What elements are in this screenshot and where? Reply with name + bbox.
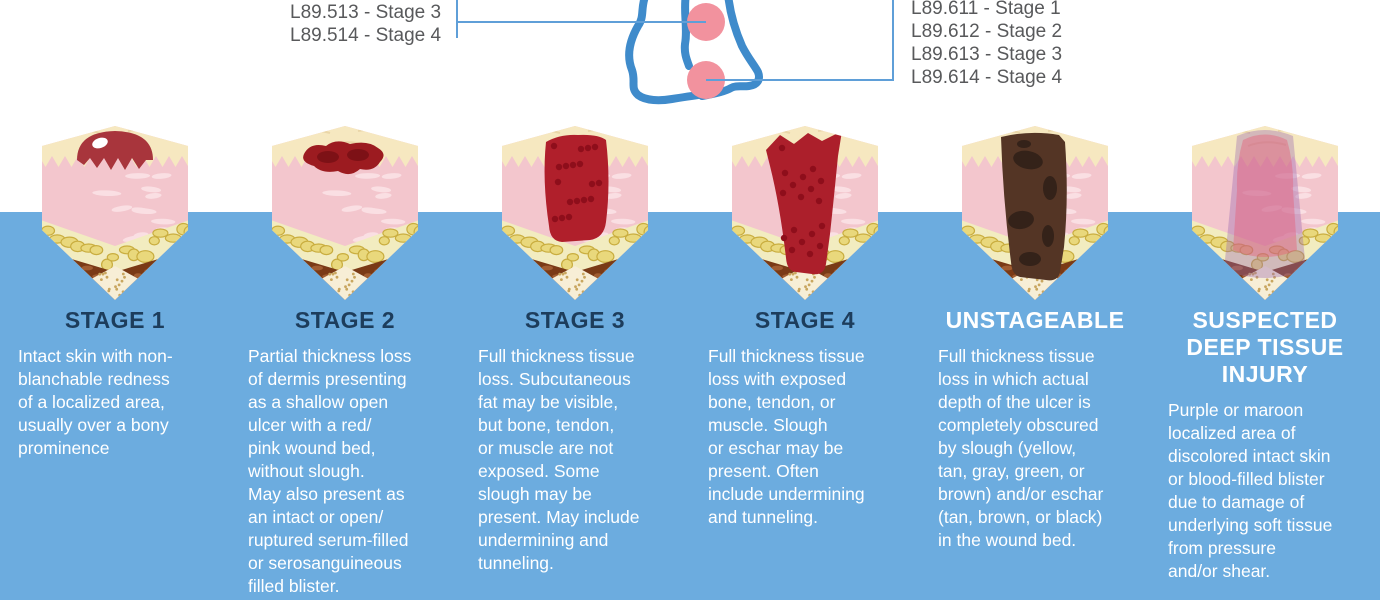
icd-codes-heel-list: L89.611 - Stage 1 L89.612 - Stage 2 L89.… [911,0,1062,89]
icd-code: L89.613 - Stage 3 [911,44,1063,65]
stage-title: STAGE 4 [754,307,856,333]
stage-description: Purple or maroon localized area of disco… [1168,400,1333,581]
stage-description: Full thickness tissue loss with exposed … [708,346,865,527]
stage-column-stage-2: STAGE 2 Partial thickness loss of dermis… [230,122,460,598]
stage-column-suspected-deep-tissue-injury: SUSPECTED DEEP TISSUE INJURY Purple or m… [1150,122,1380,598]
stage-title: STAGE 3 [524,307,626,333]
stage-columns: STAGE 1 Intact skin with non- blanchable… [0,122,1380,598]
icd-codes-ankle-list: L89.513 - Stage 3 L89.514 - Stage 4 [290,1,441,47]
skin-cross-section-icon-suspected-deep-tissue-injury [1192,126,1338,300]
icd-code: L89.514 - Stage 4 [290,25,442,46]
icd-code: L89.614 - Stage 4 [911,67,1063,88]
stage-description: Full thickness tissue loss in which actu… [938,346,1104,550]
skin-cross-section-icon-stage-1 [42,126,188,300]
stage-title: UNSTAGEABLE [945,307,1125,333]
skin-cross-section-icon-stage-3 [502,126,648,300]
stage-title: SUSPECTED DEEP TISSUE INJURY [1186,307,1344,387]
icd-code: L89.611 - Stage 1 [911,0,1061,19]
stage-title: STAGE 1 [64,307,166,333]
skin-cross-section-icon-stage-4 [732,126,878,300]
foot-ankle-outline-icon [625,0,763,105]
skin-cross-section-icon-unstageable [962,126,1108,300]
stage-column-stage-4: STAGE 4 Full thickness tissue loss with … [690,122,920,598]
stage-column-unstageable: UNSTAGEABLE Full thickness tissue loss i… [920,122,1150,598]
stage-description: Full thickness tissue loss. Subcutaneous… [478,346,640,573]
stage-title: STAGE 2 [294,307,396,333]
stage-column-stage-3: STAGE 3 Full thickness tissue loss. Subc… [460,122,690,598]
right-bracket-line [706,0,894,81]
connector-lines [456,0,894,81]
stage-description: Partial thickness loss of dermis present… [248,346,412,596]
stage-description: Intact skin with non- blanchable redness… [18,346,173,458]
icd-code: L89.612 - Stage 2 [911,21,1063,42]
foot-ankle-diagram [456,0,894,105]
skin-cross-section-icon-stage-2 [272,126,418,300]
stage-column-stage-1: STAGE 1 Intact skin with non- blanchable… [0,122,230,598]
icd-code: L89.513 - Stage 3 [290,2,442,23]
blue-background-band [0,212,1380,600]
